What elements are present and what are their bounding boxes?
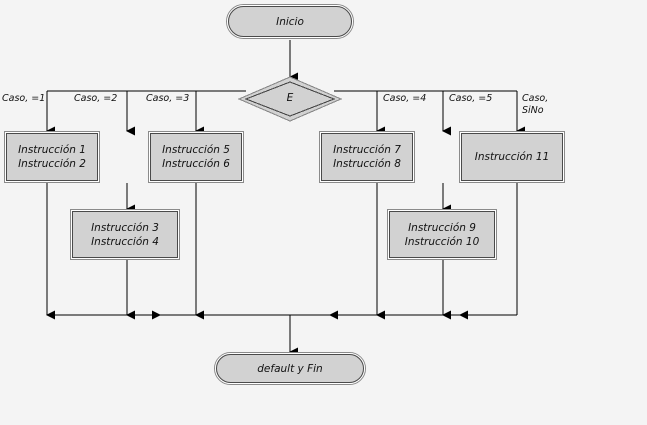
process-node-instruccion-5-6: Instrucción 5 Instrucción 6 bbox=[148, 131, 244, 183]
process-node-instruccion-9-10: Instrucción 9 Instrucción 10 bbox=[387, 209, 497, 260]
process-line: Instrucción 11 bbox=[474, 151, 550, 163]
process-node-instruccion-7-8: Instrucción 7 Instrucción 8 bbox=[319, 131, 415, 183]
process-line: Instrucción 3 bbox=[91, 221, 159, 234]
decision-diamond-inner bbox=[244, 81, 336, 117]
process-line: Instrucción 5 bbox=[162, 144, 230, 156]
process-node-instruccion-1-2: Instrucción 1 Instrucción 2 bbox=[4, 131, 100, 183]
edge-label-caso1: Caso, =1 bbox=[2, 93, 46, 104]
edge-label-caso5: Caso, =5 bbox=[449, 93, 493, 104]
terminal-start-label: Inicio bbox=[276, 15, 304, 28]
process-node-instruccion-3-4: Instrucción 3 Instrucción 4 bbox=[70, 209, 180, 260]
terminal-end-label: default y Fin bbox=[257, 362, 323, 375]
edge-label-caso4: Caso, =4 bbox=[383, 93, 427, 104]
process-line: Instrucción 8 bbox=[333, 158, 401, 170]
edge-label-caso2: Caso, =2 bbox=[74, 93, 118, 104]
process-line: Instrucción 6 bbox=[162, 158, 230, 170]
process-line: Instrucción 9 bbox=[408, 221, 476, 234]
process-node-instruccion-11: Instrucción 11 bbox=[459, 131, 565, 183]
process-line: Instrucción 4 bbox=[91, 235, 159, 248]
terminal-start: Inicio bbox=[226, 4, 354, 39]
terminal-end: default y Fin bbox=[214, 352, 366, 385]
edge-label-caso-sino: Caso, SiNo bbox=[522, 93, 549, 116]
process-line: Instrucción 1 bbox=[18, 144, 86, 156]
process-line: Instrucción 7 bbox=[333, 144, 401, 156]
edge-label-caso3: Caso, =3 bbox=[146, 93, 190, 104]
decision-label: E bbox=[286, 92, 294, 104]
process-line: Instrucción 2 bbox=[18, 158, 86, 170]
process-line: Instrucción 10 bbox=[404, 235, 480, 248]
